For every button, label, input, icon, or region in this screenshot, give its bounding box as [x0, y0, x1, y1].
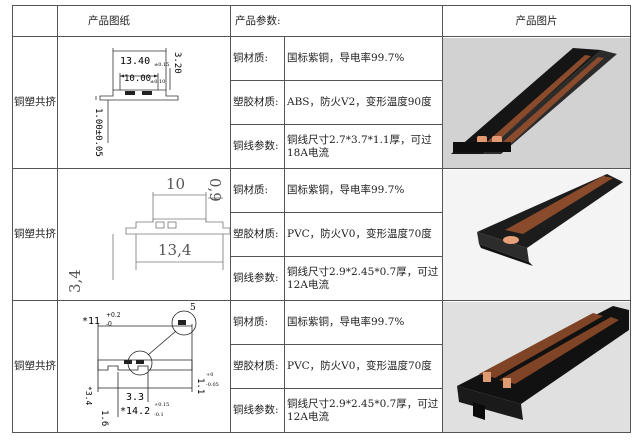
- dim-lip: 1.6: [99, 410, 109, 426]
- param-value: 铜线尺寸2.9*2.45*0.7厚，可过12A电流: [283, 256, 444, 301]
- photo-profile-2: [443, 169, 631, 300]
- dim-height-tol-up: +0: [206, 372, 213, 378]
- photo-profile-3: [443, 301, 631, 432]
- dim-inner-tol: ±0.10: [150, 79, 165, 85]
- product-row: 铜线参数: 铜线尺寸2.9*2.45*0.7厚，可过12A电流: [13, 388, 631, 433]
- dim-height: 0,9: [206, 178, 224, 202]
- param-value: ABS，防火V2，变形温度90度: [283, 80, 444, 125]
- product-drawing: *11 +0.2 -0 5 3.3 1.6 *3.4 *14.2 +0.15 -…: [57, 300, 231, 433]
- param-value: 铜线尺寸2.9*2.45*0.7厚，可过12A电流: [283, 388, 444, 433]
- param-value: PVC，防火V0，变形温度70度: [283, 344, 444, 389]
- product-group-label: 铜塑共挤: [12, 168, 58, 301]
- product-drawing: 13.40 ±0.15 3.20 10.00 ±0.10 1.00±0.05: [57, 36, 231, 169]
- param-value: 铜线尺寸2.7*3.7*1.1厚，可过18A电流: [283, 124, 444, 169]
- dim-width-tol-dn: -0.1: [154, 412, 164, 418]
- product-row: 铜塑共挤: [12, 36, 632, 169]
- dim-width: *14.2: [120, 406, 150, 417]
- params-header: 产品参数:: [229, 5, 444, 37]
- param-label: 铜材质:: [230, 168, 285, 213]
- product-row: 塑胶材质: PVC，防火V0，变形温度70度: [13, 212, 631, 257]
- param-value: 国标紫铜，导电率99.7%: [283, 36, 444, 81]
- dim-inner: 10.00: [124, 74, 151, 84]
- photo-header: 产品图片: [442, 5, 632, 37]
- dim-detail: 5: [190, 303, 196, 313]
- param-label: 塑胶材质:: [230, 80, 285, 125]
- dim-width-tol-up: +0.15: [154, 402, 169, 408]
- photo-profile-1: [443, 37, 631, 168]
- product-row: 塑胶材质: PVC，防火V0，变形温度70度: [13, 344, 631, 389]
- profile-drawing-3: *11 +0.2 -0 5 3.3 1.6 *3.4 *14.2 +0.15 -…: [82, 303, 219, 426]
- product-photo: [442, 36, 632, 169]
- param-value: PVC，防火V0，变形温度70度: [283, 212, 444, 257]
- dim-height: 3.20: [172, 52, 182, 74]
- param-label: 铜材质:: [230, 36, 285, 81]
- param-label: 铜线参数:: [230, 256, 285, 301]
- dim-pitch: 3.3: [126, 392, 144, 403]
- dim-thickness: *3.4: [84, 386, 93, 405]
- param-label: 塑胶材质:: [230, 212, 285, 257]
- profile-drawing-2: 10 0,9 13,4 3,4: [66, 175, 230, 293]
- spec-table: 产品图纸 产品参数: 产品图片 铜塑共挤: [12, 5, 632, 433]
- param-label: 铜材质:: [230, 300, 285, 345]
- product-photo: [442, 300, 632, 433]
- dim-thickness: 1.00±0.05: [93, 108, 103, 157]
- param-value: 国标紫铜，导电率99.7%: [283, 300, 444, 345]
- dim-top: *11: [82, 316, 100, 327]
- dim-height-tol-dn: -0.05: [206, 382, 219, 388]
- product-row: 铜线参数: 铜线尺寸2.7*3.7*1.1厚，可过18A电流: [13, 124, 631, 169]
- product-drawing: 10 0,9 13,4 3,4: [57, 168, 231, 301]
- dim-thickness: 3,4: [66, 269, 84, 293]
- param-label: 塑胶材质:: [230, 344, 285, 389]
- dim-top-tol-up: +0.2: [106, 312, 121, 319]
- drawing-header: 产品图纸: [57, 5, 231, 37]
- param-label: 铜线参数:: [230, 124, 285, 169]
- dim-width: 13,4: [158, 241, 191, 259]
- product-row: 铜塑共挤: [12, 300, 632, 433]
- product-photo: [442, 168, 632, 301]
- dim-inner: 10: [166, 175, 185, 193]
- dim-top-tol-dn: -0: [106, 321, 112, 328]
- dim-width: 13.40: [120, 56, 150, 67]
- corner-cell: [12, 5, 58, 37]
- param-label: 铜线参数:: [230, 388, 285, 433]
- header-row: 产品图纸 产品参数: 产品图片: [12, 5, 632, 37]
- param-value: 国标紫铜，导电率99.7%: [283, 168, 444, 213]
- product-group-label: 铜塑共挤: [12, 36, 58, 169]
- profile-drawing-1: 13.40 ±0.15 3.20 10.00 ±0.10 1.00±0.05: [93, 47, 182, 157]
- product-row: 塑胶材质: ABS，防火V2，变形温度90度: [13, 80, 631, 125]
- product-row: 铜线参数: 铜线尺寸2.9*2.45*0.7厚，可过12A电流: [13, 256, 631, 301]
- dim-width-tol: ±0.15: [154, 62, 169, 68]
- dim-height: 1.1: [195, 378, 205, 394]
- product-row: 铜塑共挤 10 0,9 13,4: [12, 168, 632, 301]
- product-group-label: 铜塑共挤: [12, 300, 58, 433]
